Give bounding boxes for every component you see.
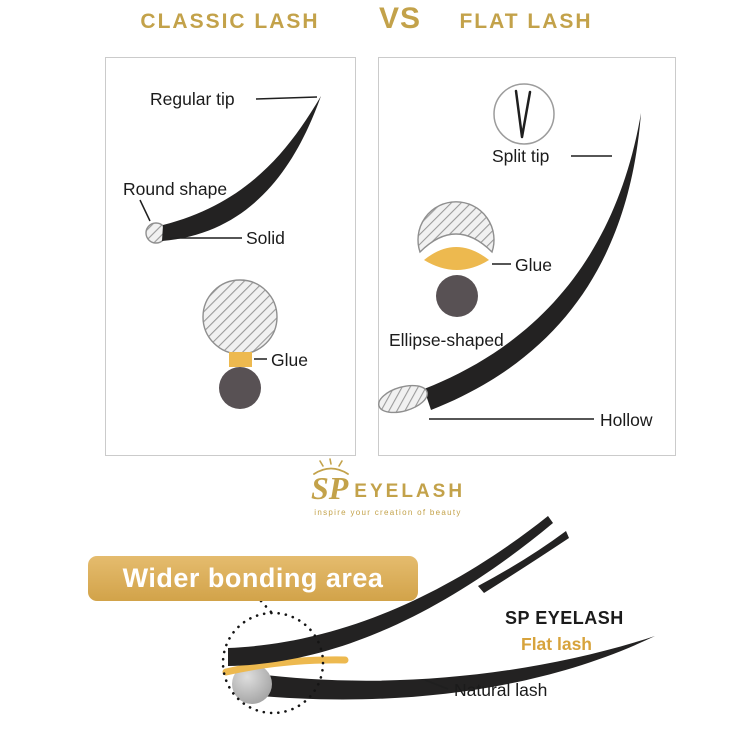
flat-base-cross-section xyxy=(378,384,428,414)
classic-natural-lash-dot xyxy=(219,367,261,409)
brand-logo-row: SP EYELASH xyxy=(310,458,466,506)
bonding-area-dotted-circle xyxy=(221,611,325,715)
regular-tip-label: Regular tip xyxy=(150,89,235,109)
sp-eyelash-label: SP EYELASH xyxy=(505,608,624,628)
natural-lash-label: Natural lash xyxy=(454,680,548,700)
natural-lash-pointer-line xyxy=(424,679,449,690)
wider-bonding-area-banner: Wider bonding area xyxy=(88,556,418,601)
bonding-pointer-dotted-line xyxy=(259,599,273,614)
vs-title: VS xyxy=(378,2,422,35)
classic-cross-section-circle xyxy=(202,279,278,355)
brand-logo: SP EYELASH inspire your creation of beau… xyxy=(278,458,498,517)
split-tip-magnifier-circle xyxy=(493,83,555,145)
flat-glue-label: Glue xyxy=(515,255,552,275)
brand-logo-sp: SP xyxy=(310,458,349,506)
flat-lash-bottom-curve xyxy=(228,516,553,666)
solid-label: Solid xyxy=(246,228,285,248)
flat-lash-second-tip xyxy=(478,531,569,593)
round-shape-label: Round shape xyxy=(123,179,228,199)
bonding-comparison-illustration xyxy=(221,516,655,715)
regular-tip-pointer-line xyxy=(255,96,318,100)
classic-lash-curve xyxy=(162,96,321,241)
brand-prefix-text: SP xyxy=(310,470,349,506)
round-shape-pointer-line xyxy=(139,199,151,222)
classic-lash-illustration xyxy=(139,96,321,409)
split-tip-hair xyxy=(514,89,532,139)
classic-glue-shape xyxy=(229,352,252,367)
classic-lash-title: CLASSIC LASH xyxy=(140,10,320,33)
flat-cross-section-shape xyxy=(417,201,495,254)
bonding-glue-line xyxy=(222,656,349,676)
eyelash-icon xyxy=(313,458,349,475)
flat-lash-title: FLAT LASH xyxy=(459,10,593,33)
ellipse-shaped-label: Ellipse-shaped xyxy=(389,330,504,350)
brand-name-text: EYELASH xyxy=(354,481,466,502)
flat-glue-shape xyxy=(424,247,489,270)
classic-glue-label: Glue xyxy=(271,350,308,370)
flat-natural-lash-dot xyxy=(436,275,478,317)
hollow-label: Hollow xyxy=(600,410,653,430)
natural-lash-end-circle xyxy=(232,664,272,704)
natural-lash-curve xyxy=(250,636,655,700)
flat-lash-label: Flat lash xyxy=(521,634,592,654)
flat-lash-curve xyxy=(424,113,641,410)
brand-tagline: inspire your creation of beauty xyxy=(314,508,462,517)
flat-lash-illustration xyxy=(378,83,641,420)
split-tip-label: Split tip xyxy=(492,146,550,166)
